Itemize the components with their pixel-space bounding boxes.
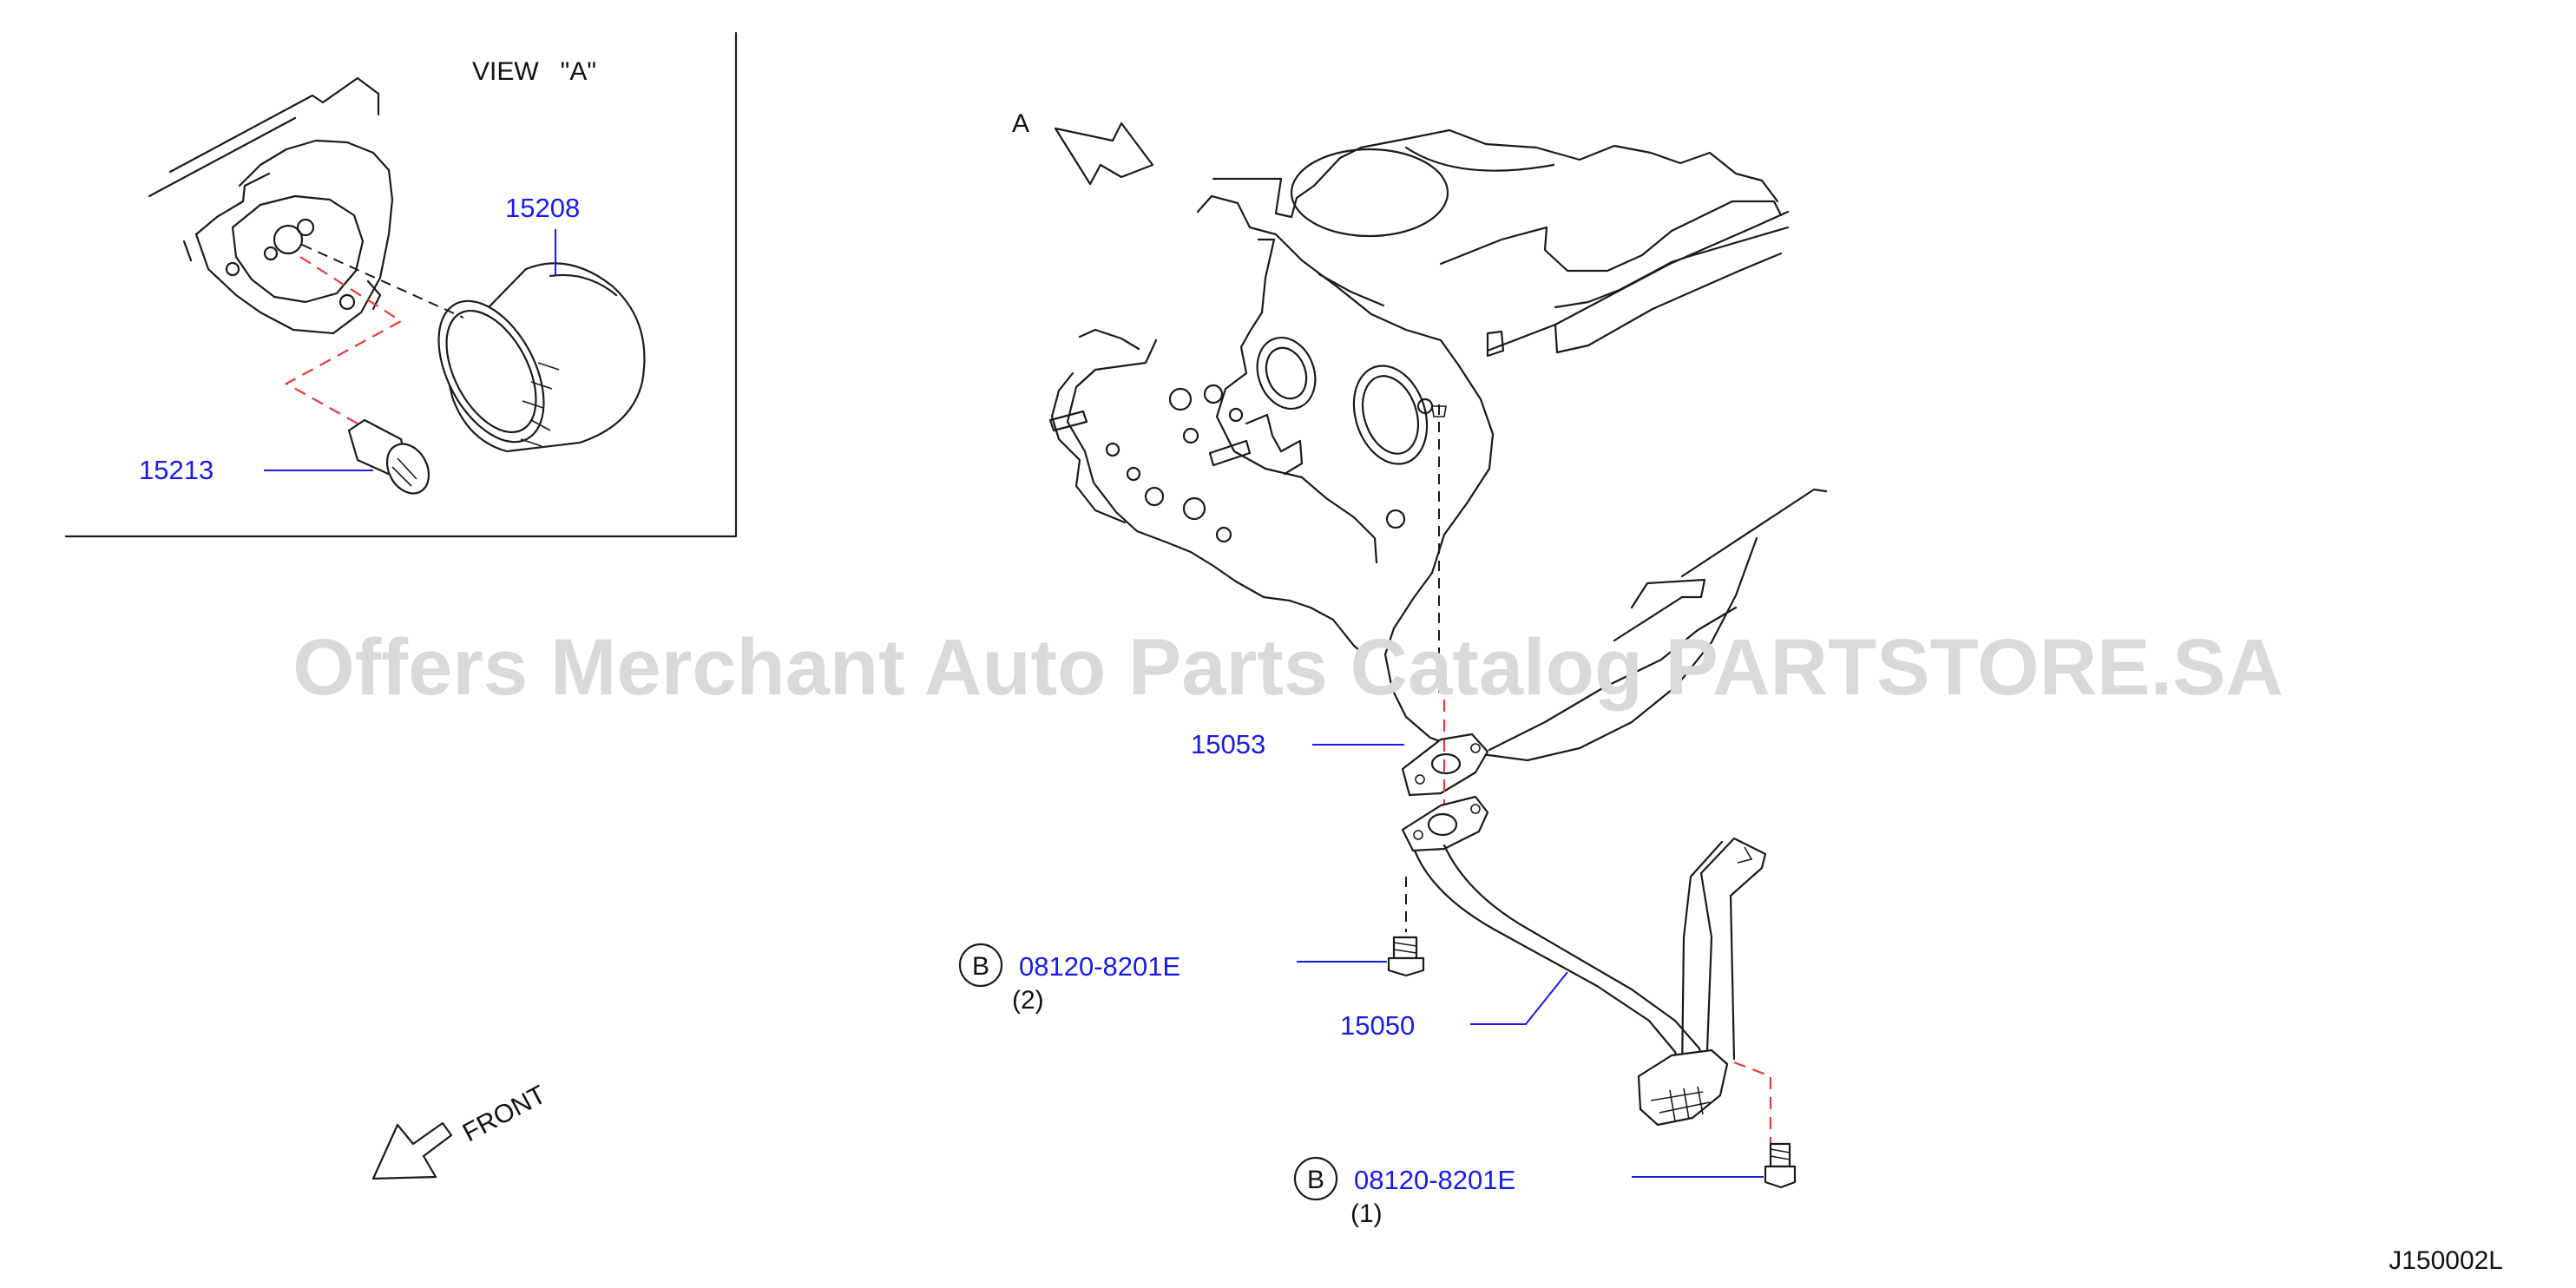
part-number-15053[interactable]: 15053 [1191,729,1265,759]
ref-letter-b-lower: B [1307,1166,1324,1194]
view-a-marker: A [1012,109,1029,138]
callout-bolt-lower[interactable]: B 08120-8201E (1) [1293,1156,1764,1228]
inset-frame [64,31,738,538]
ref-letter-b-upper: B [972,952,989,981]
inset-assembly-line [301,244,464,319]
callout-15050[interactable]: 15050 [1340,971,1568,1041]
leader-15050 [1470,971,1568,1025]
engine-block: A [1012,109,1828,762]
watermark: Offers Merchant Auto Parts Catalog PARTS… [292,623,2284,712]
diagram-code: J150002L [2389,1246,2503,1275]
ref-circle-b-upper [958,943,1003,988]
callout-bolt-upper[interactable]: B 08120-8201E (2) [958,943,1387,1015]
inset-view-a: VIEW "A" [64,31,738,538]
oil-strainer-15050 [1401,795,1767,1127]
bolt-lower [1764,1142,1797,1189]
inset-engine-block [148,76,394,335]
oil-filter-15208 [437,262,646,453]
callout-15208[interactable]: 15208 [505,193,580,276]
inset-title: VIEW "A" [472,57,596,86]
part-number-15213[interactable]: 15213 [139,455,214,485]
callout-15053[interactable]: 15053 [1191,729,1404,759]
lower-bolt-red-guide [1733,1061,1772,1144]
ref-circle-b-lower [1293,1156,1338,1201]
inset-red-guide [284,256,404,424]
qty-bolt-upper: (2) [1012,986,1044,1015]
part-number-bolt-lower[interactable]: 08120-8201E [1354,1165,1515,1195]
part-number-15208[interactable]: 15208 [505,193,580,223]
part-number-15050[interactable]: 15050 [1340,1010,1415,1041]
connector-15213 [347,418,430,495]
front-arrow-icon [371,1121,453,1180]
front-direction: FRONT [371,1081,551,1180]
bolt-upper [1387,936,1425,977]
qty-bolt-lower: (1) [1350,1199,1383,1228]
view-a-arrow [1054,122,1154,186]
part-number-bolt-upper[interactable]: 08120-8201E [1019,951,1180,982]
front-label: FRONT [458,1081,551,1148]
callout-15213[interactable]: 15213 [139,455,373,485]
